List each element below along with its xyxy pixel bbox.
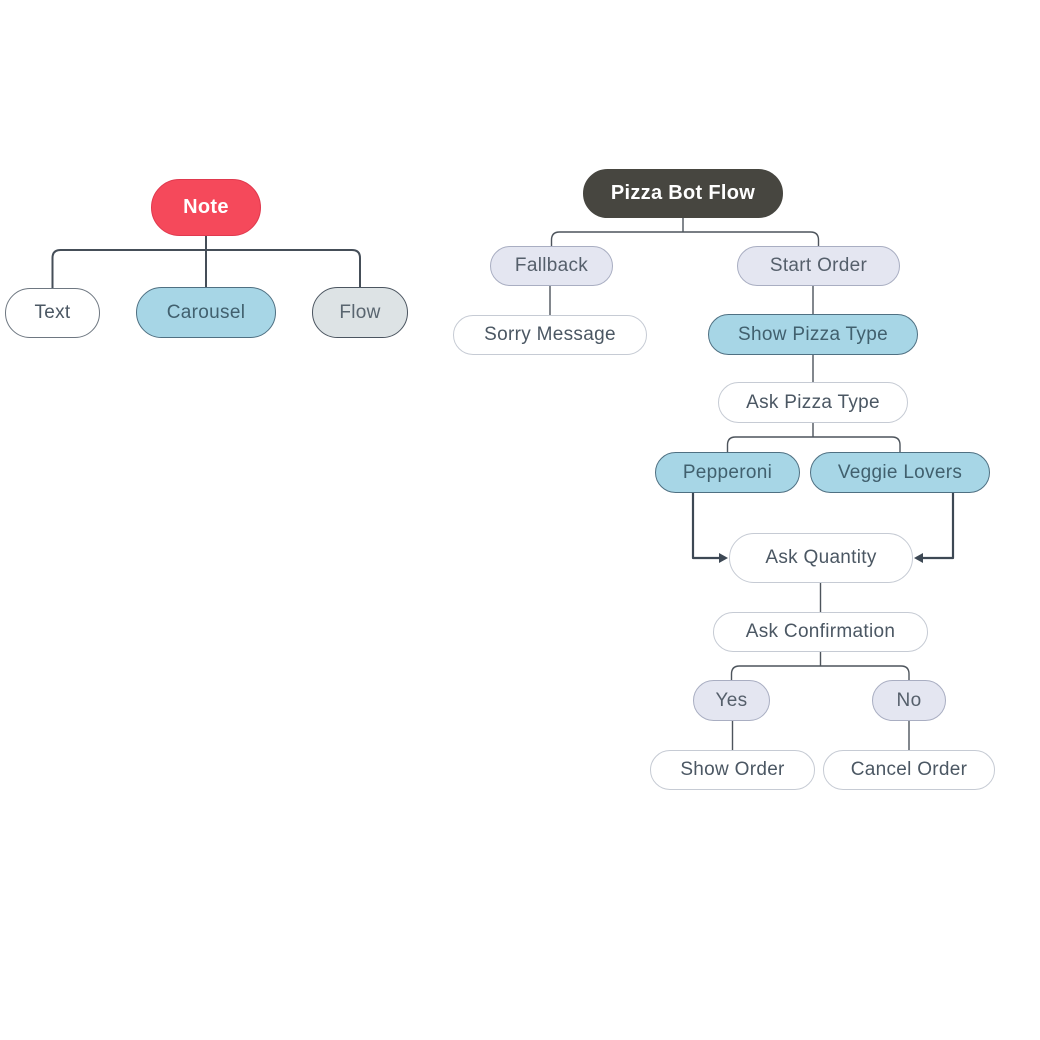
node-label: No: [896, 689, 922, 711]
node-label: Show Order: [680, 759, 785, 780]
node-label: Pizza Bot Flow: [610, 182, 756, 204]
arrowhead-veggie-lovers: [914, 553, 923, 563]
node-yes[interactable]: Yes: [693, 680, 770, 721]
edge-pizza-bot-flow-branch: [550, 231, 820, 246]
node-label: Cancel Order: [850, 759, 968, 780]
node-label: Yes: [715, 689, 748, 711]
node-label: Note: [183, 196, 229, 218]
node-note[interactable]: Note: [151, 179, 261, 236]
node-ask-quantity[interactable]: Ask Quantity: [729, 533, 913, 583]
node-label: Carousel: [166, 301, 246, 323]
node-show-order[interactable]: Show Order: [650, 750, 815, 790]
node-show-pizza-type[interactable]: Show Pizza Type: [708, 314, 918, 355]
node-label: Start Order: [769, 255, 868, 276]
edge-ask-pizza-type-branch: [726, 436, 901, 452]
node-carousel[interactable]: Carousel: [136, 287, 276, 338]
node-fallback[interactable]: Fallback: [490, 246, 613, 286]
node-label: Veggie Lovers: [837, 461, 963, 483]
node-label: Pepperoni: [682, 461, 773, 483]
node-label: Ask Confirmation: [745, 621, 896, 642]
node-label: Sorry Message: [484, 324, 616, 345]
node-label: Fallback: [514, 255, 589, 276]
node-label: Flow: [339, 301, 381, 323]
edge-ask-confirmation-branch: [730, 665, 910, 680]
node-flow[interactable]: Flow: [312, 287, 408, 338]
arrowhead-pepperoni: [719, 553, 728, 563]
node-label: Ask Quantity: [765, 547, 877, 568]
node-no[interactable]: No: [872, 680, 946, 721]
node-pizza-bot-flow[interactable]: Pizza Bot Flow: [583, 169, 783, 218]
node-label: Ask Pizza Type: [746, 391, 880, 413]
edge-veggie-lovers-to-ask-quantity: [923, 493, 955, 560]
node-pepperoni[interactable]: Pepperoni: [655, 452, 800, 493]
node-ask-confirmation[interactable]: Ask Confirmation: [713, 612, 928, 652]
node-ask-pizza-type[interactable]: Ask Pizza Type: [718, 382, 908, 423]
node-start-order[interactable]: Start Order: [737, 246, 900, 286]
edge-note-branch: [51, 249, 361, 288]
node-label: Show Pizza Type: [738, 323, 888, 345]
node-text[interactable]: Text: [5, 288, 100, 338]
node-veggie-lovers[interactable]: Veggie Lovers: [810, 452, 990, 493]
node-label: Text: [34, 302, 71, 323]
node-sorry-message[interactable]: Sorry Message: [453, 315, 647, 355]
edge-pepperoni-to-ask-quantity: [691, 493, 719, 560]
node-cancel-order[interactable]: Cancel Order: [823, 750, 995, 790]
